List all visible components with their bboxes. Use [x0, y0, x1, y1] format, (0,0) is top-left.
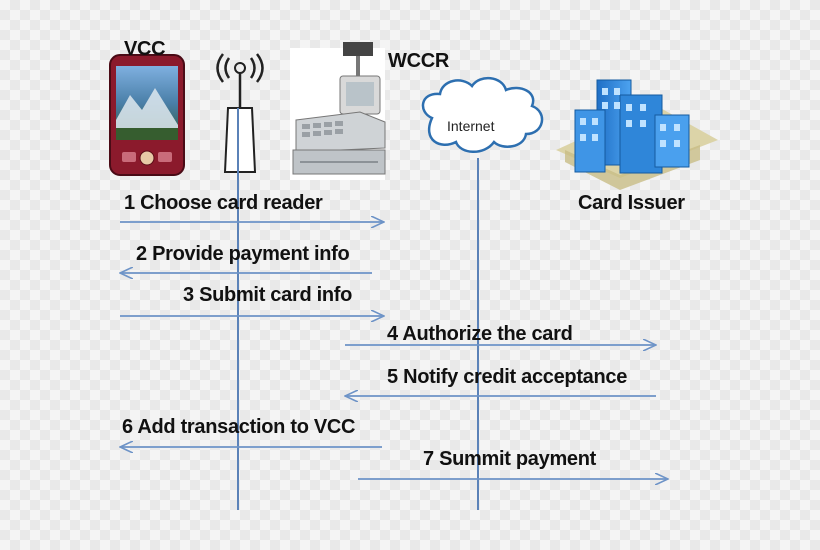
internet-label: Internet	[447, 118, 495, 134]
step-label-1: 1 Choose card reader	[124, 192, 323, 214]
step-label-7: 7 Summit payment	[423, 448, 597, 470]
step-label-3: 3 Submit card info	[183, 284, 353, 306]
cash-register-icon	[290, 42, 386, 180]
vcc-label: VCC	[124, 38, 166, 60]
building-icon	[556, 79, 718, 190]
phone-icon	[109, 54, 185, 176]
step-label-6: 6 Add transaction to VCC	[122, 416, 356, 438]
wccr-label: WCCR	[388, 50, 450, 72]
cloud-icon	[421, 77, 544, 153]
antenna-icon	[216, 53, 264, 173]
step-label-4: 4 Authorize the card	[387, 323, 573, 345]
card-issuer-label: Card Issuer	[578, 192, 685, 214]
step-label-5: 5 Notify credit acceptance	[387, 366, 628, 388]
step-label-2: 2 Provide payment info	[136, 243, 350, 265]
